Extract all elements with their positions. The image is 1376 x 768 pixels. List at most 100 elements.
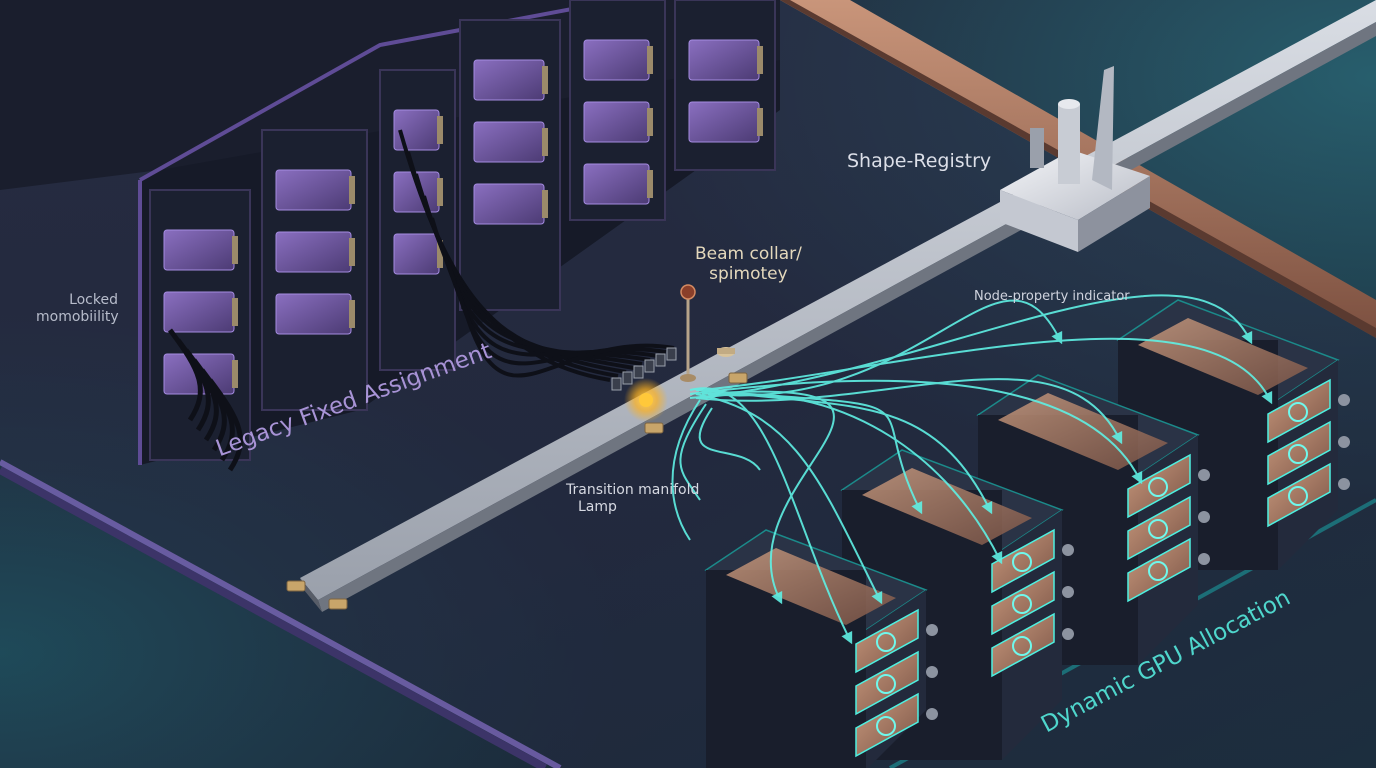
legacy-gpu-card: [583, 39, 650, 81]
allocation-flow: [695, 393, 883, 605]
legacy-gpu-card: [275, 293, 352, 335]
legacy-gpu-card: [583, 163, 650, 205]
dynamic-gpu-card: [855, 608, 919, 674]
beam-collar: [680, 284, 735, 382]
allocation-flow: [695, 389, 923, 515]
cable-bundle: [167, 129, 675, 472]
node-property-knob: [926, 666, 938, 678]
dynamic-gpu-card: [991, 570, 1055, 636]
manifold-port: [655, 353, 666, 367]
gpu-connector: [437, 116, 443, 144]
gpu-connector: [437, 178, 443, 206]
gpu-fan-ring: [1012, 636, 1032, 656]
allocation-flow: [701, 390, 835, 605]
beam-brackets: [286, 372, 748, 610]
legacy-gpu-card: [393, 233, 440, 275]
legacy-rack: [674, 0, 776, 171]
gpu-connector: [647, 170, 653, 198]
platform-edge: [0, 459, 562, 768]
legacy-gpu-card: [275, 169, 352, 211]
allocation-flow: [689, 294, 1253, 399]
dynamic-gpu-card: [1267, 420, 1331, 486]
gpu-connector: [542, 66, 548, 94]
cable: [207, 378, 243, 472]
label-locked-mobility: Locked momobiility: [36, 292, 119, 325]
gpu-connector: [232, 298, 238, 326]
gpu-fan-ring: [1288, 444, 1308, 464]
dynamic-gpu-top: [998, 393, 1168, 470]
transition-manifold: [611, 347, 677, 391]
manifold-port: [644, 359, 655, 373]
gpu-connector: [647, 46, 653, 74]
gpu-fan-ring: [876, 674, 896, 694]
shape-registry-block: [1000, 66, 1150, 252]
gpu-fan-ring: [1148, 519, 1168, 539]
node-property-knob: [926, 708, 938, 720]
dynamic-gpu-card: [991, 612, 1055, 678]
legacy-gpu-card: [163, 291, 235, 333]
allocation-flow: [679, 403, 707, 501]
manifold-port: [611, 377, 622, 391]
dynamic-gpu-card: [1267, 462, 1331, 528]
label-transition-manifold: Transition manifold Lamp: [566, 482, 700, 515]
node-property-knob: [1198, 469, 1210, 481]
node-property-knob: [1062, 586, 1074, 598]
gpu-fan-ring: [876, 716, 896, 736]
allocation-flow: [707, 299, 1063, 397]
dynamic-gpu-card: [1127, 537, 1191, 603]
label-node-property-indicator: Node-property indicator: [974, 289, 1130, 304]
gpu-fan-ring: [1148, 477, 1168, 497]
dynamic-gpu-card: [1127, 495, 1191, 561]
legacy-gpu-card: [583, 101, 650, 143]
legacy-gpu-card: [163, 229, 235, 271]
allocation-flow: [701, 337, 1273, 405]
gpu-connector: [757, 108, 763, 136]
gpu-fan-ring: [1012, 594, 1032, 614]
gpu-connector: [349, 238, 355, 266]
gpu-fan-ring: [1288, 486, 1308, 506]
gpu-fan-ring: [1148, 561, 1168, 581]
node-property-knob: [1062, 544, 1074, 556]
manifold-port: [622, 371, 633, 385]
gpu-connector: [757, 46, 763, 74]
gpu-connector: [349, 300, 355, 328]
allocation-flow: [695, 378, 1123, 445]
gpu-connector: [232, 236, 238, 264]
gpu-fan-ring: [1012, 552, 1032, 572]
dynamic-gpu-card: [1267, 378, 1331, 444]
beam-bracket: [728, 372, 748, 384]
legacy-gpu-card: [688, 101, 760, 143]
gpu-connector: [349, 176, 355, 204]
beam-bracket: [286, 580, 306, 592]
gpu-connector: [542, 190, 548, 218]
dynamic-gpu-card: [991, 528, 1055, 594]
legacy-gpu-card: [275, 231, 352, 273]
allocation-flow: [689, 379, 1143, 485]
node-property-knob: [1198, 553, 1210, 565]
label-shape-registry: Shape-Registry: [847, 150, 992, 172]
node-property-knob: [1198, 511, 1210, 523]
node-property-knob: [1338, 394, 1350, 406]
cable: [462, 305, 675, 378]
manifold-port: [633, 365, 644, 379]
gpu-connector: [437, 240, 443, 268]
gpu-connector: [542, 128, 548, 156]
manifold-lamp: [624, 378, 668, 422]
gpu-fan-ring: [1288, 402, 1308, 422]
beam-bracket: [328, 598, 348, 610]
legacy-gpu-card: [688, 39, 760, 81]
manifold-port: [666, 347, 677, 361]
dynamic-gpu-top: [862, 468, 1032, 545]
node-property-knob: [1338, 478, 1350, 490]
allocation-flow: [698, 407, 761, 471]
gpu-fan-ring: [876, 632, 896, 652]
allocation-flow: [671, 399, 701, 541]
node-property-knob: [1062, 628, 1074, 640]
node-property-knob: [926, 624, 938, 636]
allocation-flows: [671, 294, 1273, 645]
legacy-gpu-card: [473, 59, 545, 101]
allocation-flow: [707, 389, 993, 515]
beam-bracket: [644, 422, 664, 434]
dynamic-gpu-top: [726, 548, 896, 625]
